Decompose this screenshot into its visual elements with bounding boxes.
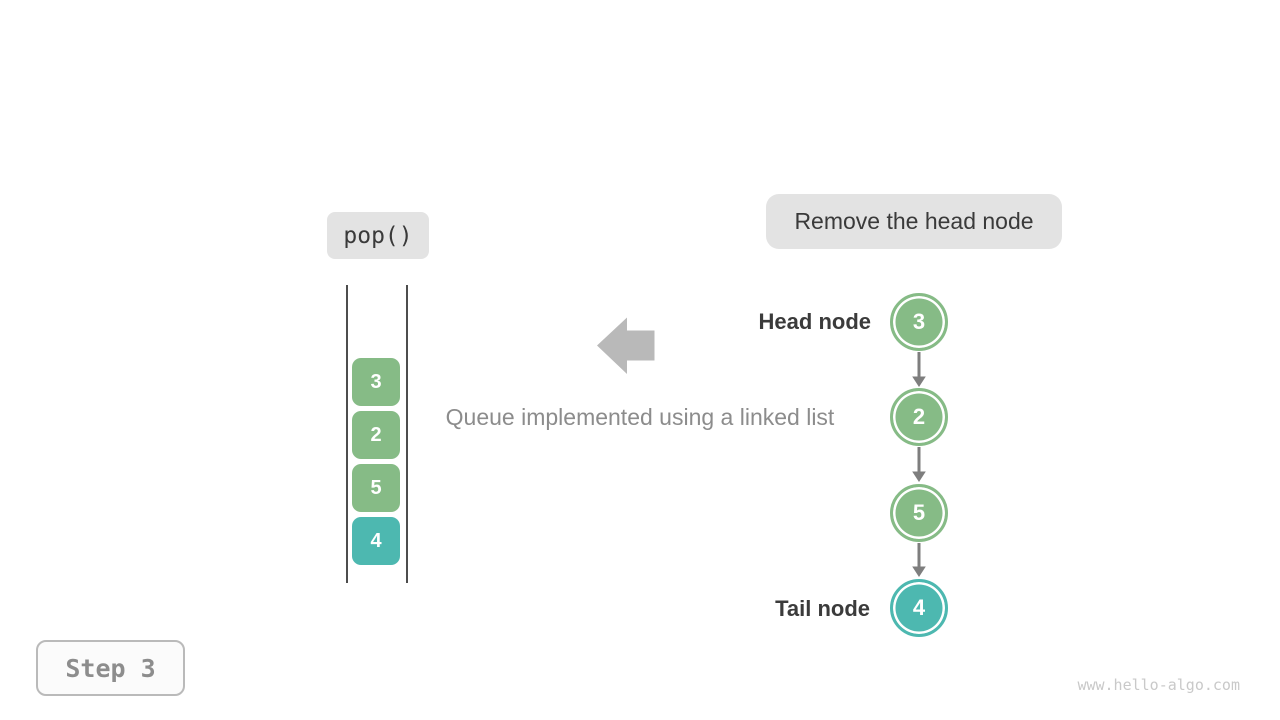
list-node: 3 xyxy=(890,293,948,351)
list-node: 4 xyxy=(890,579,948,637)
queue-item: 5 xyxy=(352,464,400,512)
node-connector-arrow-icon xyxy=(912,352,926,387)
tail-node-label: Tail node xyxy=(775,596,870,621)
pop-operation-label: pop() xyxy=(327,212,429,259)
diagram-caption: Queue implemented using a linked list xyxy=(445,404,835,430)
list-node: 2 xyxy=(890,388,948,446)
queue-item: 3 xyxy=(352,358,400,406)
queue-item: 4 xyxy=(352,517,400,565)
queue-wall-right xyxy=(406,285,408,583)
head-node-label: Head node xyxy=(758,309,871,334)
step-badge: Step 3 xyxy=(36,640,185,696)
queue-wall-left xyxy=(346,285,348,583)
watermark: www.hello-algo.com xyxy=(1077,676,1240,694)
annotation-remove-head-node: Remove the head node xyxy=(766,194,1062,249)
queue-item: 2 xyxy=(352,411,400,459)
node-connector-arrow-icon xyxy=(912,543,926,577)
node-connector-arrow-icon xyxy=(912,447,926,482)
list-node: 5 xyxy=(890,484,948,542)
big-left-arrow-icon xyxy=(597,317,655,374)
